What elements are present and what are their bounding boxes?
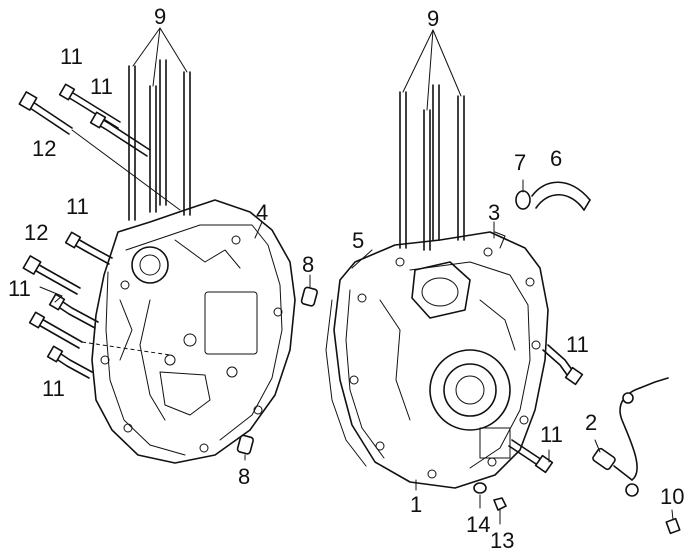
callout-6: 6 (550, 146, 562, 171)
callout-11-low: 11 (42, 376, 65, 401)
callout-8-top: 8 (302, 252, 314, 277)
left-bolts (18, 83, 181, 379)
callout-5: 5 (352, 228, 364, 253)
callout-12-mid: 12 (24, 220, 48, 245)
callout-9-right: 9 (427, 6, 439, 31)
callout-11-right-low: 11 (540, 422, 563, 447)
callout-8-bottom: 8 (238, 464, 250, 489)
callout-11-mid: 11 (66, 194, 89, 219)
callout-12-top: 12 (32, 136, 56, 161)
right-crankcase-half (333, 231, 549, 489)
callout-11-right: 11 (566, 332, 589, 357)
callout-10: 10 (660, 484, 684, 509)
left-crankcase-half (91, 199, 296, 464)
callout-13: 13 (490, 528, 514, 553)
callout-4: 4 (256, 200, 268, 225)
callout-leaders (244, 221, 495, 491)
callout-11-top-b: 11 (90, 74, 113, 99)
callout-7: 7 (514, 150, 526, 175)
left-studs (128, 59, 191, 221)
gasket (325, 299, 367, 467)
sensor-assembly (592, 377, 669, 497)
right-studs (399, 84, 465, 251)
callout-9-right-leaders (402, 29, 462, 111)
callout-1: 1 (410, 492, 422, 517)
right-bolts (508, 344, 584, 474)
dowel-pins (236, 286, 318, 455)
callout-11-top-a: 11 (60, 44, 83, 69)
callout-labels: 9 9 11 11 12 11 12 11 11 4 8 8 5 3 7 6 1… (8, 4, 684, 553)
small-parts (473, 482, 681, 535)
callout-2: 2 (585, 410, 597, 435)
callout-9-left: 9 (154, 4, 166, 29)
callout-3: 3 (488, 200, 500, 225)
callout-11-group: 11 (8, 276, 31, 301)
breather-hose (515, 179, 591, 211)
callout-14: 14 (466, 512, 490, 537)
callout-9-left-leaders (132, 27, 188, 87)
